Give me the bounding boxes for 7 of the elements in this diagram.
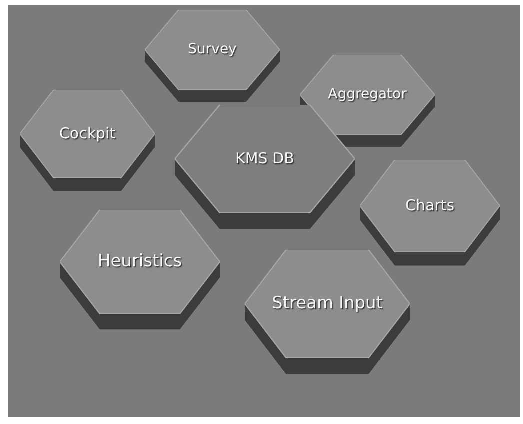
tile-label: Heuristics bbox=[96, 252, 184, 272]
tile-label: Stream Input bbox=[271, 294, 384, 314]
tile-label: Aggregator bbox=[327, 86, 408, 104]
tile-label: Survey bbox=[187, 40, 238, 60]
tile-label: Cockpit bbox=[58, 124, 117, 144]
tile-label: Charts bbox=[404, 196, 456, 216]
tile-label: KMS DB bbox=[234, 150, 296, 168]
